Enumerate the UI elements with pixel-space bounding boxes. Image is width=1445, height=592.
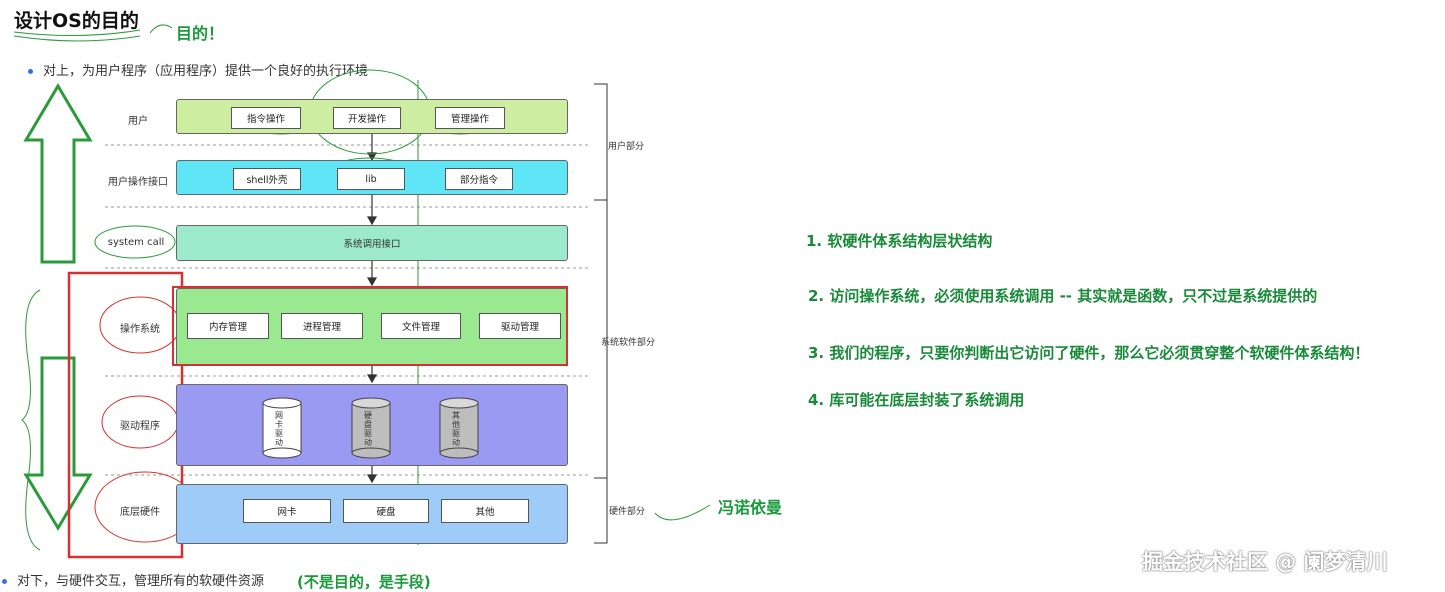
layer-label-interface: 用户操作接口 (108, 177, 168, 188)
layer-os: 内存管理 进程管理 文件管理 驱动管理 (176, 288, 568, 366)
side-label-user-part: 用户部分 (608, 142, 645, 152)
hardware-item-1: 网卡 (243, 499, 331, 523)
point-4: 4. 库可能在底层封装了系统调用 (808, 391, 1025, 409)
point-2: 2. 访问操作系统，必须使用系统调用 -- 其实就是函数，只不过是系统提供的 (808, 287, 1318, 305)
os-highlight-frame (172, 286, 568, 366)
side-label-system-part: 系统软件部分 (601, 338, 656, 348)
driver-item-2: 硬盘驱动 (364, 411, 372, 447)
watermark: 掘金技术社区 @ 阑梦清川 (1142, 550, 1388, 574)
user-item-2: 开发操作 (333, 107, 401, 129)
bullet-bottom-annotation: (不是目的，是手段) (297, 573, 431, 591)
layer-label-syscall: system call (107, 237, 165, 248)
point-3: 3. 我们的程序，只要你判断出它访问了硬件，那么它必须贯穿整个软硬件体系结构！ (808, 344, 1370, 362)
interface-item-1: shell外壳 (233, 168, 301, 190)
os-item-3: 文件管理 (381, 313, 461, 339)
os-item-1: 内存管理 (187, 313, 269, 339)
user-item-3: 管理操作 (435, 107, 505, 129)
bullet-bottom-text: 对下，与硬件交互，管理所有的软硬件资源 (17, 574, 265, 589)
layer-label-os: 操作系统 (120, 324, 160, 335)
bullet-top: 对上，为用户程序（应用程序）提供一个良好的执行环境 (28, 60, 368, 79)
os-item-4: 驱动管理 (479, 313, 561, 339)
layer-hardware: 网卡 硬盘 其他 (176, 484, 568, 544)
bullet-top-text: 对上，为用户程序（应用程序）提供一个良好的执行环境 (43, 64, 369, 79)
driver-cylinders (262, 397, 479, 459)
page-title: 设计OS的目的 (14, 10, 139, 32)
side-label-hardware-part: 硬件部分 (609, 507, 646, 517)
von-neumann-note: 冯诺依曼 (718, 498, 783, 517)
interface-item-3: 部分指令 (445, 168, 513, 190)
user-item-1: 指令操作 (231, 107, 301, 129)
layer-user: 指令操作 开发操作 管理操作 (176, 99, 568, 134)
os-item-2: 进程管理 (281, 313, 363, 339)
bullet-dot-icon (2, 579, 7, 584)
interface-item-2: lib (337, 168, 405, 190)
layer-label-user: 用户 (128, 116, 148, 127)
title-annotation: 目的！ (176, 24, 225, 43)
layer-syscall: 系统调用接口 (176, 225, 568, 261)
hardware-item-2: 硬盘 (343, 499, 429, 523)
driver-item-1: 网卡驱动 (275, 411, 283, 447)
bullet-dot-icon (28, 69, 33, 74)
driver-item-3: 其他驱动 (452, 411, 460, 447)
bullet-bottom: 对下，与硬件交互，管理所有的软硬件资源 (2, 570, 264, 589)
layer-driver: 网卡驱动 硬盘驱动 其他驱动 (176, 384, 568, 466)
layer-interface: shell外壳 lib 部分指令 (176, 160, 568, 195)
layer-label-driver: 驱动程序 (120, 421, 160, 432)
point-1: 1. 软硬件体系结构层状结构 (806, 232, 993, 250)
layer-label-hardware: 底层硬件 (120, 507, 160, 518)
hardware-item-3: 其他 (441, 499, 529, 523)
